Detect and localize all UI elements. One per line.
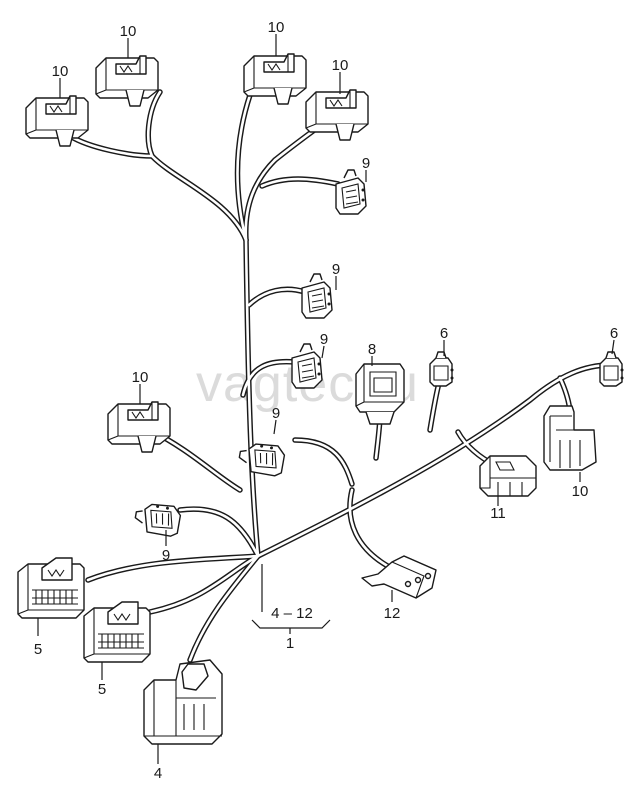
connector-5-lower [83,601,151,663]
connector-6-center [429,351,455,387]
connector-10-top-center [95,55,159,107]
connector-9-c [291,343,323,389]
callout-8: 8 [368,341,376,358]
connector-6-right [599,351,625,387]
callout-10-left-mid: 10 [132,369,149,386]
callout-10-top-left: 10 [52,63,69,80]
callout-10-top-center: 10 [120,23,137,40]
callout-9-e: 9 [162,547,170,564]
callout-main: 1 [286,635,294,652]
connector-9-a [335,169,367,215]
callout-5-lower: 5 [98,681,106,698]
connector-9-e [132,499,183,538]
callout-6-right: 6 [610,325,618,342]
callout-range: 4 – 12 [271,605,313,622]
connector-9-d [236,438,287,478]
connector-10-left-mid [107,401,171,453]
callout-11: 11 [490,505,506,522]
connector-12 [361,555,437,599]
connector-11 [479,455,537,497]
connector-10-top-right [243,53,307,105]
connector-10-right-lower [543,405,597,471]
callout-10-right-lower: 10 [572,483,589,500]
callout-9-b: 9 [332,261,340,278]
harness-wires [67,89,613,663]
callout-9-d: 9 [272,405,280,422]
callout-10-right: 10 [332,57,349,74]
callout-12: 12 [384,605,401,622]
callout-10-top-right: 10 [268,19,285,36]
callout-6-center: 6 [440,325,448,342]
connector-8 [355,363,405,425]
callout-9-a: 9 [362,155,370,172]
connector-9-b [301,273,333,319]
callout-9-c: 9 [320,331,328,348]
callout-numbers: 10 10 10 10 10 10 9 9 9 9 9 8 6 6 11 12 … [34,19,618,782]
callout-leaders [37,34,615,764]
connector-10-right [305,89,369,141]
callout-5-upper: 5 [34,641,42,658]
connector-5-upper [17,557,85,619]
connector-4 [143,659,223,745]
callout-4: 4 [154,765,162,782]
